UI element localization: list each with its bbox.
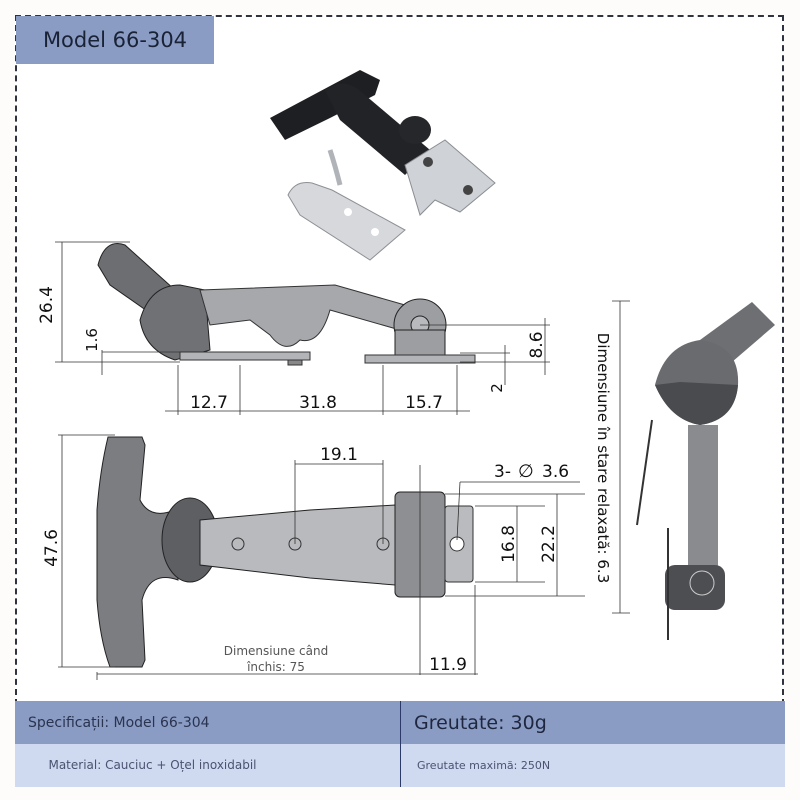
dim-3-6: 3.6 [542,462,569,482]
dim-26-4: 26.4 [37,286,57,324]
technical-drawing: 26.4 1.6 12.7 31.8 15.7 8.6 2 47.6 19.1 … [37,70,775,680]
closed-dimension-note-line1: Dimensiune când [224,644,328,658]
model-title: Model 66-304 [42,28,188,52]
diameter-symbol: ∅ [518,461,534,482]
dim-19-1: 19.1 [320,445,358,465]
relaxed-dimension-label: Dimensiune în stare relaxată: 6.3 [594,333,612,583]
model-title-badge: Model 66-304 [16,16,214,64]
dim-1-6: 1.6 [83,328,101,352]
closed-dimension-note-line2: închis: 75 [246,660,305,674]
spec-material-cell: Material: Cauciuc + Oțel inoxidabil [48,758,257,772]
dim-12-7: 12.7 [190,393,228,413]
relaxed-dimension-line [612,300,630,614]
dim-15-7: 15.7 [405,393,443,413]
dim-16-8: 16.8 [499,525,519,563]
dim-8-6: 8.6 [527,331,547,358]
product-photo [270,70,496,261]
spec-max-load-cell: Greutate maximă: 250N [417,759,551,772]
dim-22-2: 22.2 [539,525,559,563]
dim-2: 2 [488,383,506,393]
top-view-drawing [96,436,474,668]
dim-47-6: 47.6 [42,529,62,567]
spec-weight-cell: Greutate: 30g [414,711,547,734]
spec-model-cell: Specificații: Model 66-304 [28,714,210,731]
dim-11-9: 11.9 [429,655,467,675]
top-view-dimension-lines [58,434,585,680]
spec-divider [400,701,401,787]
spec-table: Specificații: Model 66-304 Greutate: 30g… [15,701,785,787]
side-view-dimension-lines [55,241,550,415]
dim-31-8: 31.8 [299,393,337,413]
relaxed-view-drawing [636,302,775,640]
side-view-drawing [97,243,476,366]
dim-hole-count: 3- [494,462,511,482]
